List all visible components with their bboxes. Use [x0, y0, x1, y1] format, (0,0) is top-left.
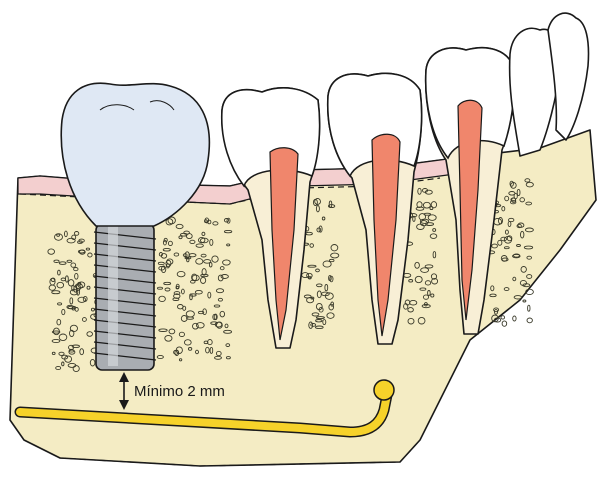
bone-pore — [502, 321, 507, 326]
bone-pore — [501, 316, 505, 319]
minimum-distance-label: Mínimo 2 mm — [134, 383, 225, 400]
tooth-5-crown — [548, 13, 589, 140]
bone-pore — [513, 316, 516, 321]
bone-pore — [528, 305, 530, 311]
bone-pore — [523, 300, 526, 302]
bone-pore — [527, 318, 532, 323]
mental-foramen — [374, 380, 394, 400]
